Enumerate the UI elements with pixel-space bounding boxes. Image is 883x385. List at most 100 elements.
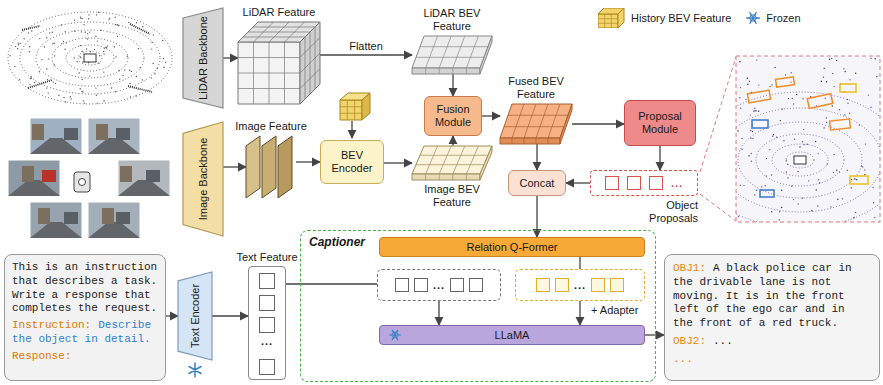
lidar-point	[103, 51, 104, 52]
label-text: Text Feature	[236, 251, 297, 264]
scene-point	[738, 216, 739, 217]
camera-road	[88, 138, 140, 154]
scene-point	[786, 159, 787, 160]
lidar-point	[82, 91, 83, 92]
scene-point	[796, 94, 797, 95]
scene-point	[785, 74, 786, 75]
lidar-point	[63, 41, 64, 42]
lidar-point	[18, 42, 19, 43]
camera-building	[38, 208, 50, 224]
scene-point	[761, 186, 762, 187]
label-text: Object Proposals	[636, 199, 698, 225]
lidar-point	[54, 64, 55, 65]
scene-point	[779, 211, 780, 212]
lidar-point	[129, 70, 130, 71]
lidar-point	[30, 76, 31, 77]
scene-point	[832, 73, 833, 74]
connector	[659, 146, 660, 170]
scene-point	[815, 141, 816, 142]
captioner-group: Captioner......+ AdapterRelation Q-Forme…	[300, 230, 656, 382]
scene-point	[859, 124, 860, 125]
label-text: Proposal Module	[625, 110, 695, 135]
lidar-point	[115, 56, 116, 57]
lidar-point	[138, 48, 139, 49]
feature-cube-shape	[238, 22, 320, 104]
lidar-point	[23, 38, 24, 39]
lidar-point	[97, 40, 98, 41]
lidar-point	[130, 96, 131, 97]
lidar-point	[71, 98, 72, 99]
scene-point	[827, 163, 828, 164]
snowflake-arm	[750, 12, 753, 18]
trapezoid-outline	[183, 8, 223, 108]
lidar-point	[52, 32, 53, 33]
lidar-cluster	[130, 24, 150, 34]
scene-point	[823, 77, 824, 78]
lidar-point	[17, 48, 18, 49]
swatch-side	[618, 8, 624, 28]
token-square	[259, 295, 275, 311]
connector	[452, 74, 453, 96]
camera-vehicle	[64, 128, 78, 140]
detection-box	[747, 90, 770, 103]
scan-ring	[8, 12, 172, 104]
lidar-point	[88, 14, 89, 15]
history-bev-cube	[340, 93, 370, 120]
scene-point	[847, 170, 848, 171]
lidar-cluster	[22, 26, 40, 30]
text-block: OBJ1:A black police car in the drivable …	[673, 262, 871, 366]
lidar-point	[63, 97, 64, 98]
label-text: ...	[713, 335, 733, 347]
scene-point	[740, 108, 741, 109]
scan-ring	[772, 144, 828, 176]
lidar-point	[81, 51, 82, 52]
lidar-point	[104, 48, 105, 49]
cube-front	[340, 100, 362, 120]
lidar-point	[106, 47, 107, 48]
lidar-point	[95, 36, 96, 37]
lidar-point	[80, 45, 81, 46]
lidar-point	[131, 71, 132, 72]
lidar-point	[31, 77, 32, 78]
lidar-point	[114, 46, 115, 47]
scene-point	[781, 207, 782, 208]
scene-point	[750, 138, 751, 139]
scene-point	[741, 149, 742, 150]
lidar-cluster	[128, 86, 152, 92]
scene-point	[791, 185, 792, 186]
lidar-point	[163, 58, 164, 59]
camera-lens	[79, 179, 86, 186]
scene-point	[807, 144, 808, 145]
snowflake-tick	[395, 331, 397, 333]
scene-point	[793, 103, 794, 104]
lidar-point	[111, 87, 112, 88]
connector	[296, 161, 320, 162]
trapezoid-outline	[178, 272, 212, 360]
camera-image	[88, 202, 140, 238]
lidar-point	[87, 33, 88, 34]
feature-column: ...Text Feature	[248, 266, 286, 380]
label-text: This is an instruction that describes a …	[12, 261, 158, 316]
lidar-point	[100, 30, 101, 31]
lidar-point	[117, 36, 118, 37]
scene-point	[855, 212, 856, 213]
lidar-point	[151, 77, 152, 78]
lidar-point	[53, 81, 54, 82]
camera-image	[30, 118, 82, 154]
scene-point	[792, 98, 793, 99]
bev-grid: Image BEV Feature	[412, 146, 492, 180]
lidar-point	[30, 78, 31, 79]
scene-point	[779, 219, 780, 220]
scene-point	[818, 153, 819, 154]
scene-point	[830, 206, 831, 207]
lidar-point	[46, 68, 47, 69]
scene-point	[798, 203, 799, 204]
lidar-point	[127, 56, 128, 57]
camera-road	[118, 180, 170, 196]
grid-front	[412, 68, 480, 74]
zoom-leader	[700, 57, 736, 172]
scan-ring	[786, 152, 814, 168]
history-arrow	[351, 121, 352, 138]
proposal-group: ...Object Proposals	[590, 170, 698, 196]
lidar-point	[118, 25, 119, 26]
